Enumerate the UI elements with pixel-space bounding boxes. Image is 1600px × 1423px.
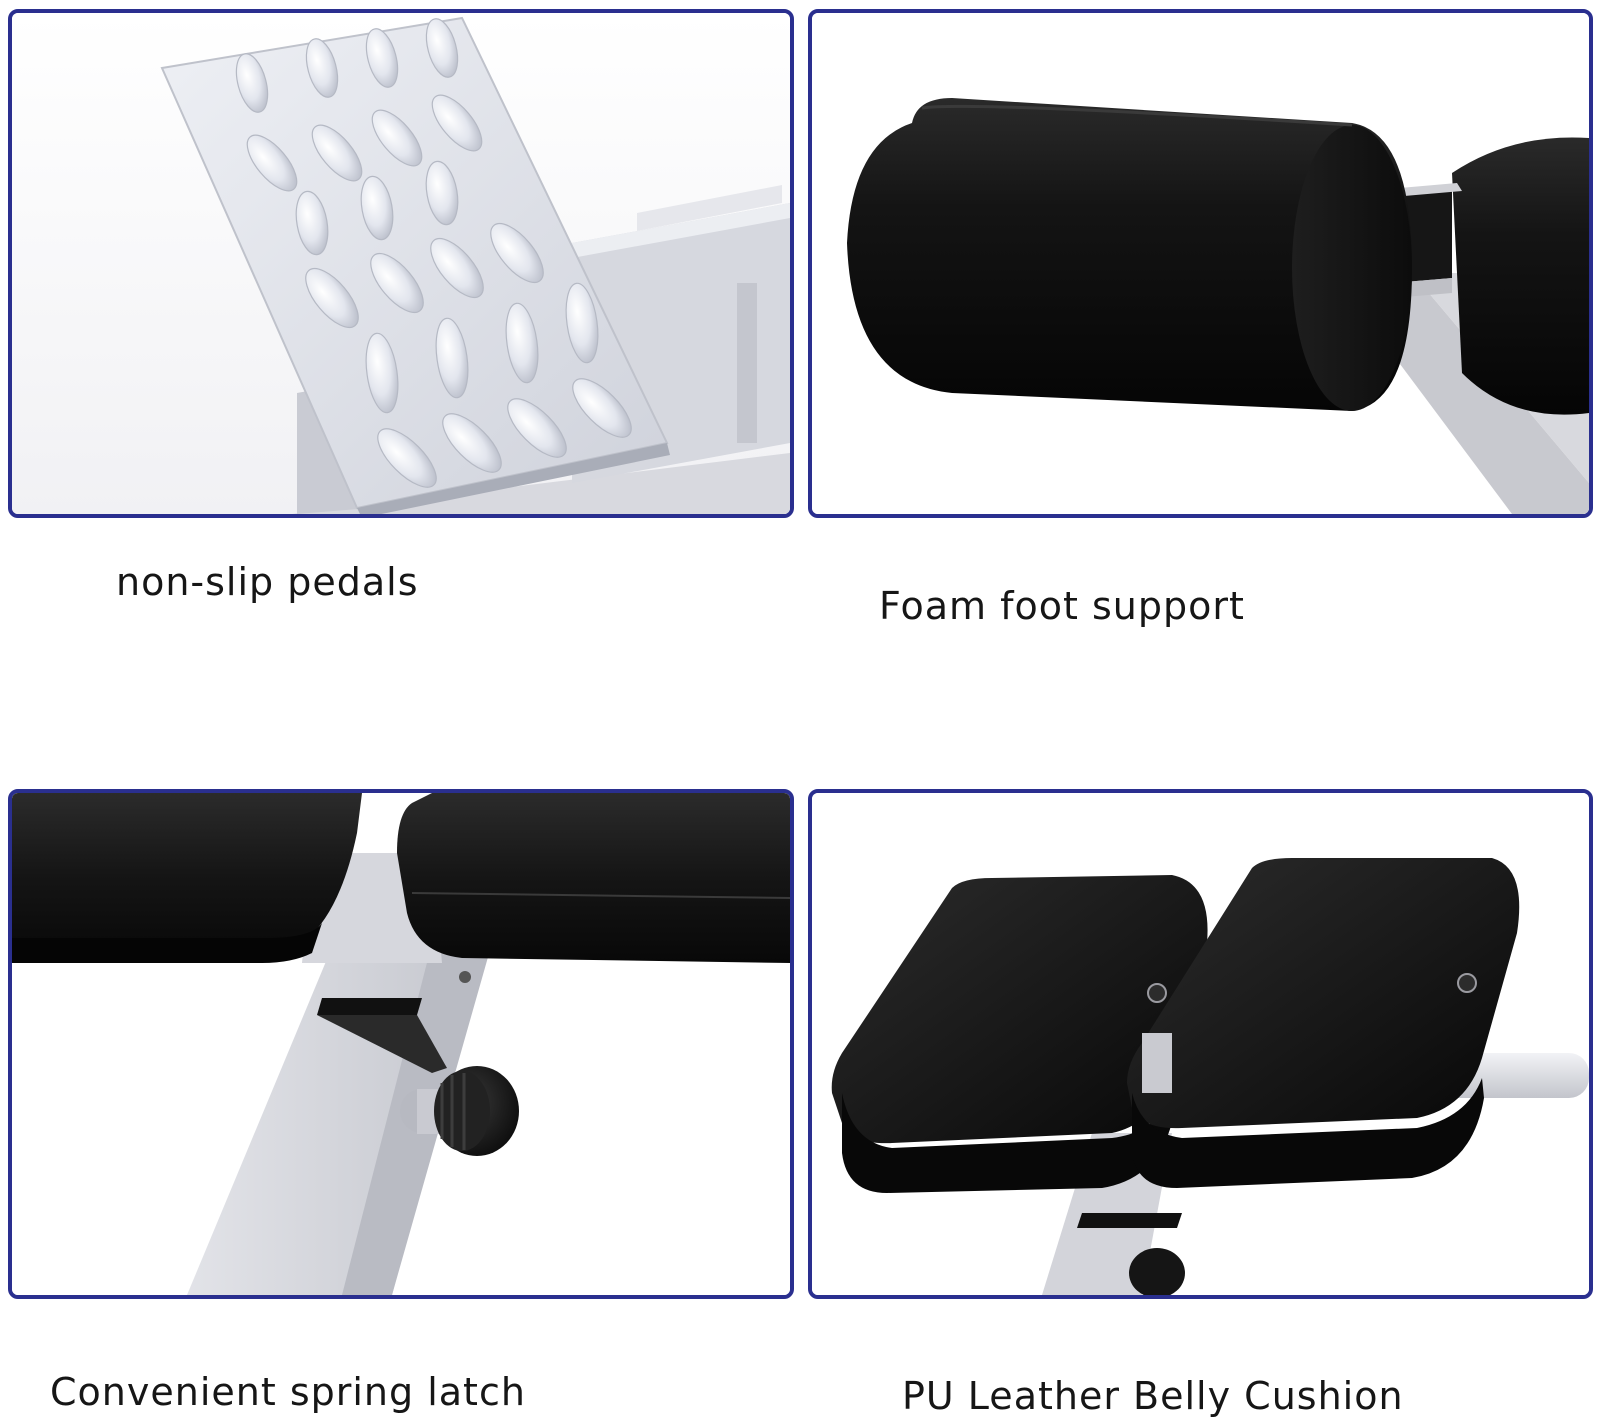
caption-foam-foot-support: Foam foot support	[879, 584, 1245, 628]
caption-spring-latch: Convenient spring latch	[50, 1370, 526, 1414]
spring-latch-illustration	[12, 793, 790, 1295]
non-slip-pedal-illustration	[12, 13, 790, 514]
feature-photo-non-slip-pedals	[8, 9, 794, 518]
pedal-grip-bumps	[235, 18, 632, 488]
foam-roller-illustration	[812, 13, 1589, 514]
caption-belly-cushion: PU Leather Belly Cushion	[902, 1374, 1404, 1418]
belly-cushion-illustration	[812, 793, 1589, 1295]
caption-non-slip-pedals: non-slip pedals	[116, 560, 419, 604]
feature-photo-belly-cushion	[808, 789, 1593, 1299]
feature-photo-foam-foot-support	[808, 9, 1593, 518]
feature-photo-spring-latch	[8, 789, 794, 1299]
